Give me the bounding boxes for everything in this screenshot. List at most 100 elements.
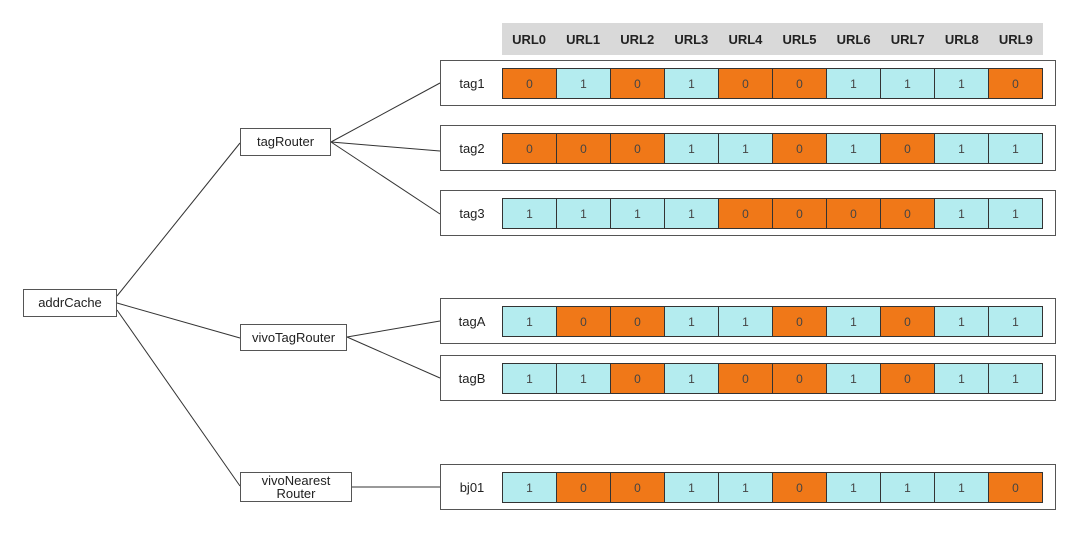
bit-cell: 1 — [827, 133, 881, 164]
bit-cell: 1 — [935, 363, 989, 394]
bit-cell: 0 — [989, 472, 1043, 503]
bit-cell: 1 — [503, 363, 557, 394]
bit-cell: 1 — [611, 198, 665, 229]
tag-row-label: tag2 — [459, 140, 485, 156]
url-header-cell: URL3 — [674, 31, 709, 47]
edge-vivotagrouter-tagb — [346, 336, 441, 379]
bit-cell: 1 — [665, 68, 719, 99]
bit-cell: 1 — [935, 198, 989, 229]
bit-cell: 1 — [665, 363, 719, 394]
bit-cell: 1 — [665, 472, 719, 503]
vivotagrouter-node: vivoTagRouter — [240, 324, 347, 351]
url-header-cell: URL4 — [728, 31, 763, 47]
bit-cell: 1 — [989, 363, 1043, 394]
bit-cell: 1 — [827, 363, 881, 394]
bit-cell: 0 — [773, 363, 827, 394]
bit-cell: 1 — [503, 198, 557, 229]
bit-cell: 0 — [773, 133, 827, 164]
url-header-cell: URL5 — [782, 31, 817, 47]
bit-cell: 0 — [773, 472, 827, 503]
edge-addrcache-vivotagrouter — [116, 302, 241, 339]
bit-cell: 0 — [773, 198, 827, 229]
bit-cell: 0 — [719, 68, 773, 99]
bit-cell: 0 — [989, 68, 1043, 99]
edge-vivotagrouter-taga — [346, 320, 441, 338]
bit-cell: 0 — [611, 472, 665, 503]
url-header-cell: URL6 — [836, 31, 871, 47]
bit-cell: 1 — [719, 306, 773, 337]
bit-cell: 1 — [989, 306, 1043, 337]
bit-cell: 1 — [827, 472, 881, 503]
bit-cell: 0 — [881, 133, 935, 164]
bit-cell: 0 — [827, 198, 881, 229]
bit-cell: 1 — [935, 306, 989, 337]
tag-row-label: tagB — [458, 370, 486, 386]
bit-cell: 0 — [611, 306, 665, 337]
tagrouter-node: tagRouter — [240, 128, 331, 156]
edge-tagrouter-tag2 — [330, 141, 441, 152]
edge-addrcache-vivonearestrouter — [116, 309, 241, 487]
bit-cell: 1 — [665, 198, 719, 229]
bit-cell: 0 — [503, 133, 557, 164]
url-header-cell: URL8 — [944, 31, 979, 47]
bit-cell: 0 — [503, 68, 557, 99]
bit-cell: 1 — [719, 472, 773, 503]
bit-cell: 1 — [827, 306, 881, 337]
url-header-cell: URL1 — [566, 31, 601, 47]
bit-cell: 0 — [557, 472, 611, 503]
bit-cell: 0 — [719, 363, 773, 394]
bit-cell: 0 — [881, 363, 935, 394]
bit-cell: 1 — [665, 133, 719, 164]
bit-cell: 1 — [881, 68, 935, 99]
bit-cell: 1 — [665, 306, 719, 337]
bit-cell: 0 — [881, 198, 935, 229]
bit-cell: 1 — [557, 363, 611, 394]
vivonearestrouter-node: vivoNearest Router — [240, 472, 352, 502]
bit-cell: 1 — [881, 472, 935, 503]
bit-cell: 1 — [935, 133, 989, 164]
bit-cell: 0 — [611, 68, 665, 99]
edge-tagrouter-tag1 — [330, 82, 441, 143]
bit-cell: 1 — [935, 68, 989, 99]
bit-cell: 1 — [989, 133, 1043, 164]
tag-row-label: tagA — [458, 313, 486, 329]
edge-addrcache-tagrouter — [116, 142, 241, 297]
bit-cell: 1 — [503, 306, 557, 337]
bit-cell: 1 — [557, 68, 611, 99]
bit-cell: 0 — [773, 306, 827, 337]
bit-cell: 1 — [989, 198, 1043, 229]
tag-row-label: tag3 — [459, 205, 485, 221]
bit-cell: 1 — [935, 472, 989, 503]
tag-row-label: tag1 — [459, 75, 485, 91]
bit-cell: 1 — [827, 68, 881, 99]
url-header: URL0 URL1 URL2 URL3 URL4 URL5 URL6 URL7 URL8 URL9 — [502, 23, 1043, 55]
bit-cell: 1 — [503, 472, 557, 503]
bit-cell: 0 — [557, 133, 611, 164]
url-header-cell: URL0 — [512, 31, 547, 47]
url-header-cell: URL9 — [998, 31, 1033, 47]
url-header-cell: URL7 — [890, 31, 925, 47]
addrcache-node: addrCache — [23, 289, 117, 317]
bit-cell: 0 — [773, 68, 827, 99]
edge-tagrouter-tag3 — [330, 141, 441, 215]
url-header-cell: URL2 — [620, 31, 655, 47]
bit-cell: 0 — [557, 306, 611, 337]
bit-cell: 0 — [611, 133, 665, 164]
tag-row-label: bj01 — [459, 479, 485, 495]
bit-cell: 0 — [881, 306, 935, 337]
bit-cell: 1 — [719, 133, 773, 164]
bit-cell: 0 — [611, 363, 665, 394]
